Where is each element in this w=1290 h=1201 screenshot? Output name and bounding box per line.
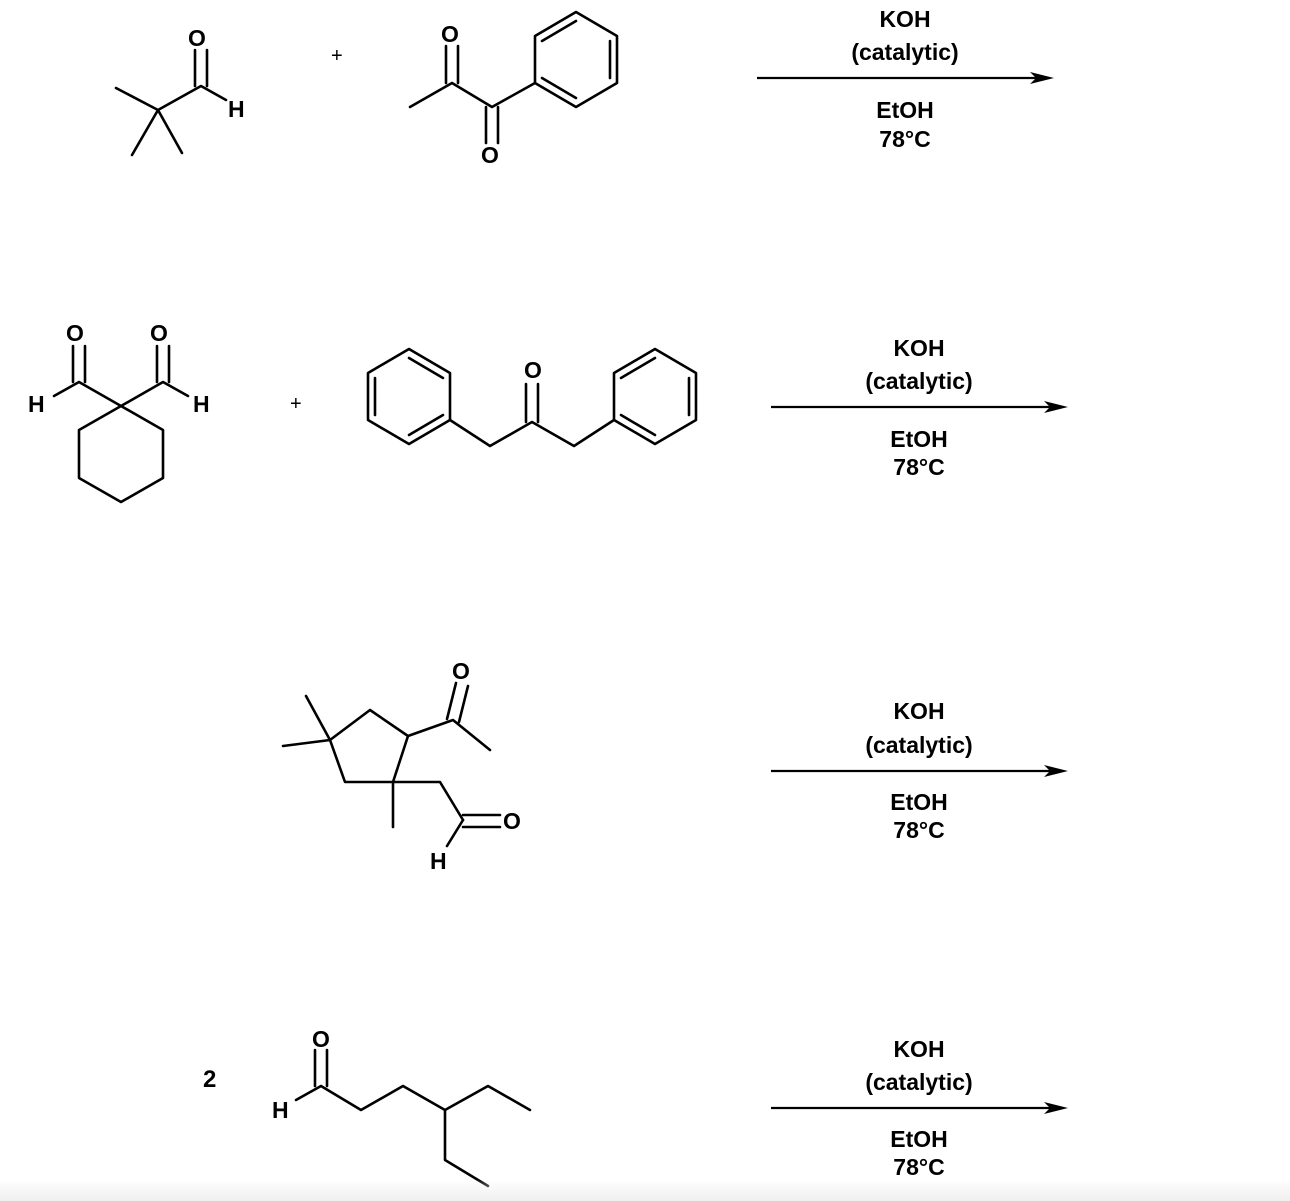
atom-hydrogen: H — [28, 391, 45, 417]
cyclopentane-ring — [328, 708, 410, 784]
condition-solvent: EtOH — [890, 789, 948, 815]
bond — [406, 718, 492, 752]
phenyl-ring-right — [612, 347, 698, 446]
atom-oxygen: O — [503, 808, 521, 834]
condition-reagent: KOH — [893, 698, 944, 724]
bond — [619, 356, 691, 437]
reaction-arrow-4: KOH (catalytic) EtOH 78°C — [771, 1036, 1068, 1180]
reaction-4: 2 O H KOH (catalytic) EtOH 78°C — [203, 1026, 1068, 1188]
condition-temperature: 78°C — [893, 817, 944, 843]
atom-oxygen: O — [452, 658, 470, 684]
condition-catalytic: (catalytic) — [865, 1069, 972, 1095]
condition-temperature: 78°C — [893, 454, 944, 480]
bond — [304, 694, 332, 742]
atom-hydrogen: H — [272, 1097, 289, 1123]
condition-solvent: EtOH — [890, 426, 948, 452]
condition-temperature: 78°C — [879, 126, 930, 152]
arrow-head — [1044, 1102, 1068, 1114]
bond — [540, 19, 612, 100]
condition-reagent: KOH — [879, 6, 930, 32]
condition-solvent: EtOH — [890, 1126, 948, 1152]
reaction-2: O O H H + O KOH (catalytic) EtOH 78°C — [28, 320, 1068, 504]
condition-catalytic: (catalytic) — [851, 39, 958, 65]
bond — [443, 1108, 490, 1188]
arrow-head — [1044, 765, 1068, 777]
reaction-arrow-3: KOH (catalytic) EtOH 78°C — [771, 698, 1068, 843]
bottom-fade — [0, 1179, 1290, 1201]
bond — [445, 818, 465, 848]
bond — [408, 81, 537, 109]
bond — [294, 1084, 532, 1112]
atom-oxygen: O — [150, 320, 168, 346]
bond — [524, 382, 540, 424]
stoichiometric-coefficient: 2 — [203, 1066, 216, 1093]
bond — [155, 344, 171, 384]
bond — [461, 813, 502, 829]
condition-catalytic: (catalytic) — [865, 732, 972, 758]
atom-hydrogen: H — [430, 848, 447, 874]
bond — [52, 380, 123, 408]
bond — [313, 1048, 329, 1088]
condition-solvent: EtOH — [876, 97, 934, 123]
atom-oxygen: O — [441, 21, 459, 47]
bond — [444, 44, 460, 85]
bond — [71, 344, 87, 384]
reaction-arrow-1: KOH (catalytic) EtOH 78°C — [757, 6, 1054, 152]
atom-oxygen: O — [524, 357, 542, 383]
plus-sign: + — [290, 393, 302, 415]
bond — [130, 108, 160, 157]
atom-oxygen: O — [312, 1026, 330, 1052]
condition-catalytic: (catalytic) — [865, 368, 972, 394]
reactant-ketoaldehyde-cyclopentane: O O H — [281, 658, 521, 874]
arrow-head — [1030, 72, 1054, 84]
atom-hydrogen: H — [193, 391, 210, 417]
reaction-arrow-2: KOH (catalytic) EtOH 78°C — [771, 335, 1068, 480]
condition-reagent: KOH — [893, 335, 944, 361]
plus-sign: + — [331, 45, 343, 67]
bond — [281, 738, 332, 748]
reactant-pivaldehyde: O H — [114, 25, 245, 157]
reactant-phenylpropanedione: O O — [408, 10, 619, 168]
condition-reagent: KOH — [893, 1036, 944, 1062]
phenyl-ring — [533, 10, 619, 109]
bond — [119, 380, 190, 408]
bond — [193, 48, 209, 88]
reactant-cyclohexane-dicarbaldehyde: O O H H — [28, 320, 210, 504]
reaction-3: O O H KOH (catalytic) EtOH 78°C — [281, 658, 1068, 874]
bond — [391, 780, 465, 822]
bond — [445, 681, 470, 724]
atom-hydrogen: H — [228, 96, 245, 122]
bond — [484, 105, 500, 145]
bond — [373, 356, 445, 437]
atom-oxygen: O — [66, 320, 84, 346]
atom-oxygen: O — [481, 142, 499, 168]
condition-temperature: 78°C — [893, 1154, 944, 1180]
reactant-ethylhexanal: O H — [272, 1026, 532, 1188]
bond — [114, 86, 184, 155]
atom-oxygen: O — [188, 25, 206, 51]
phenyl-ring-left — [366, 347, 452, 446]
bond — [156, 84, 228, 112]
reaction-1: O H + O O KOH (catalytic) EtOH 78°C — [114, 6, 1054, 168]
reactant-diphenylacetone: O — [366, 347, 698, 448]
arrow-head — [1044, 401, 1068, 413]
cyclohexane-ring — [77, 404, 165, 504]
bond — [448, 418, 616, 448]
